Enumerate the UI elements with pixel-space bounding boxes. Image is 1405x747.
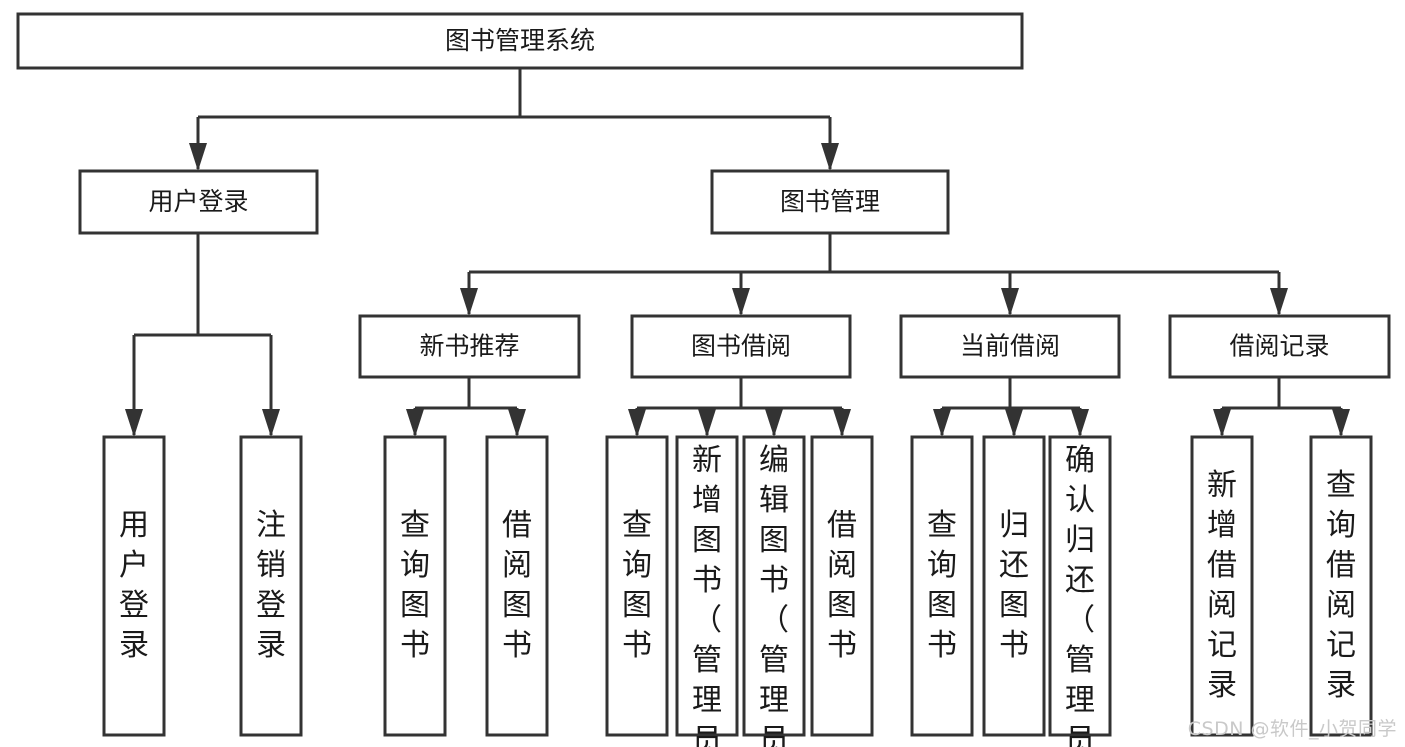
node-label: 用户登录 [148, 187, 248, 216]
arrow-head-icon [1005, 409, 1023, 437]
node-label: 借阅记录 [1229, 332, 1329, 361]
level2-node-user-login[interactable]: 用户登录 [78, 169, 319, 235]
arrow-head-icon [189, 143, 207, 171]
node-label: 图书借阅 [691, 332, 791, 361]
node-box[interactable] [1048, 435, 1112, 737]
leaf-node-label: 编辑图书（管理员） [759, 443, 789, 747]
node-box[interactable] [78, 169, 319, 235]
leaf-node-label: 借阅图书 [827, 508, 857, 663]
node-box[interactable] [742, 435, 806, 737]
arrow-head-icon [460, 288, 478, 316]
node-box[interactable] [1309, 435, 1373, 737]
arrow-head-icon [933, 409, 951, 437]
node-box[interactable] [1168, 314, 1391, 379]
node-box[interactable] [710, 169, 950, 235]
connector-group [1213, 377, 1350, 437]
leaf-node-leaf-confirm-return[interactable]: 确认归还（管理员） [1048, 435, 1112, 747]
node-box[interactable] [675, 435, 739, 737]
level3-node-borrow-record[interactable]: 借阅记录 [1168, 314, 1391, 379]
leaf-node-leaf-add-book[interactable]: 新增图书（管理员） [675, 435, 739, 747]
arrow-head-icon [833, 409, 851, 437]
leaf-node-label: 归还图书 [999, 508, 1029, 663]
leaf-node-leaf-borrow-book[interactable]: 借阅图书 [810, 435, 874, 737]
leaf-node-leaf-query-book-current[interactable]: 查询图书 [910, 435, 974, 737]
leaf-node-leaf-user-login[interactable]: 用户登录 [102, 435, 166, 737]
connector-group [628, 377, 851, 437]
leaf-node-leaf-borrow-book-recommend[interactable]: 借阅图书 [485, 435, 549, 737]
leaf-node-label: 借阅图书 [502, 508, 532, 663]
node-box[interactable] [16, 12, 1024, 70]
leaf-node-leaf-return-book[interactable]: 归还图书 [982, 435, 1046, 737]
arrow-head-icon [508, 409, 526, 437]
leaf-node-leaf-query-borrow-record[interactable]: 查询借阅记录 [1309, 435, 1373, 737]
root-node-root[interactable]: 图书管理系统 [16, 12, 1024, 70]
arrow-head-icon [262, 409, 280, 437]
node-box[interactable] [899, 314, 1121, 379]
arrow-head-icon [1332, 409, 1350, 437]
arrow-head-icon [1001, 288, 1019, 316]
leaf-node-leaf-query-book-recommend[interactable]: 查询图书 [383, 435, 447, 737]
leaf-node-label: 新增图书（管理员） [692, 443, 722, 747]
level3-node-current-borrow[interactable]: 当前借阅 [899, 314, 1121, 379]
node-box[interactable] [358, 314, 581, 379]
node-box[interactable] [982, 435, 1046, 737]
level2-node-book-manage[interactable]: 图书管理 [710, 169, 950, 235]
csdn-watermark: CSDN @软件_小贺同学 [1187, 718, 1397, 740]
node-box[interactable] [239, 435, 303, 737]
arrow-head-icon [732, 288, 750, 316]
node-label: 图书管理 [780, 187, 880, 216]
arrow-head-icon [628, 409, 646, 437]
level3-node-new-book-recommend[interactable]: 新书推荐 [358, 314, 581, 379]
leaf-node-label: 查询借阅记录 [1326, 468, 1356, 703]
node-label: 图书管理系统 [445, 26, 595, 55]
leaf-node-label: 确认归还（管理员） [1065, 443, 1095, 747]
leaf-node-label: 查询图书 [400, 508, 430, 663]
connector-group [189, 68, 839, 171]
connector-group [460, 233, 1288, 316]
node-box[interactable] [910, 435, 974, 737]
arrow-head-icon [765, 409, 783, 437]
nodes-layer: 图书管理系统用户登录图书管理新书推荐图书借阅当前借阅借阅记录用户登录注销登录查询… [16, 12, 1391, 747]
leaf-node-leaf-add-borrow-record[interactable]: 新增借阅记录 [1190, 435, 1254, 737]
arrow-head-icon [406, 409, 424, 437]
arrow-head-icon [1071, 409, 1089, 437]
arrow-head-icon [125, 409, 143, 437]
node-box[interactable] [1190, 435, 1254, 737]
node-box[interactable] [102, 435, 166, 737]
connectors-layer [125, 68, 1350, 437]
level3-node-book-borrow[interactable]: 图书借阅 [630, 314, 852, 379]
arrow-head-icon [1213, 409, 1231, 437]
leaf-node-leaf-query-book-borrow[interactable]: 查询图书 [605, 435, 669, 737]
leaf-node-leaf-user-logout[interactable]: 注销登录 [239, 435, 303, 737]
node-box[interactable] [605, 435, 669, 737]
arrow-head-icon [821, 143, 839, 171]
leaf-node-label: 新增借阅记录 [1207, 468, 1237, 703]
leaf-node-leaf-edit-book[interactable]: 编辑图书（管理员） [742, 435, 806, 747]
connector-group [125, 233, 280, 437]
node-box[interactable] [810, 435, 874, 737]
leaf-node-label: 用户登录 [119, 508, 149, 663]
leaf-node-label: 查询图书 [927, 508, 957, 663]
connector-group [933, 377, 1089, 437]
node-box[interactable] [383, 435, 447, 737]
node-box[interactable] [630, 314, 852, 379]
arrow-head-icon [1270, 288, 1288, 316]
node-label: 新书推荐 [419, 332, 519, 361]
leaf-node-label: 注销登录 [256, 508, 286, 663]
leaf-node-label: 查询图书 [622, 508, 652, 663]
node-box[interactable] [485, 435, 549, 737]
connector-group [406, 377, 526, 437]
arrow-head-icon [698, 409, 716, 437]
node-label: 当前借阅 [960, 332, 1060, 361]
